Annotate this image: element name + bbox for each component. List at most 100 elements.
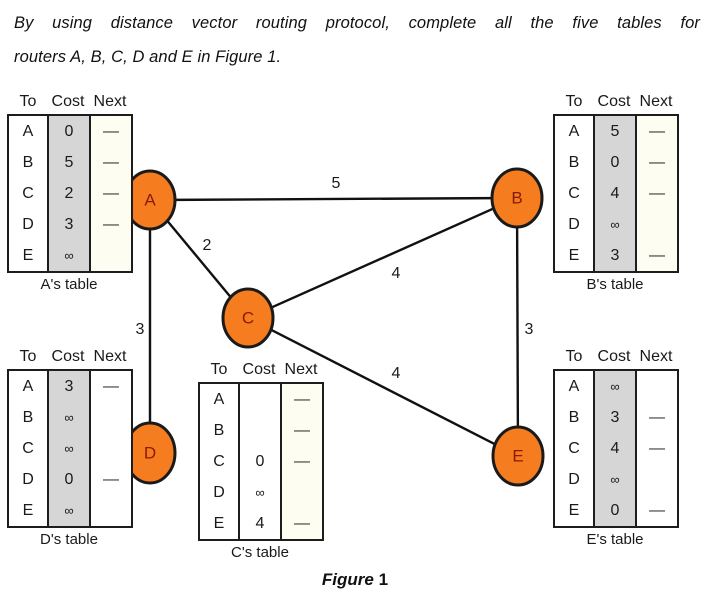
edge-b-e — [515, 226, 520, 428]
table-a-cell-to-b: B — [22, 154, 34, 171]
table-a-header-cost: Cost — [51, 93, 85, 110]
table-d-cell-next-d[interactable]: — — [103, 471, 119, 488]
router-node-c-label: C — [242, 308, 254, 327]
table-d-cell-cost-d[interactable]: 0 — [64, 471, 74, 488]
table-d-cell-cost-e[interactable]: ∞ — [64, 503, 74, 518]
table-e-cell-next-d[interactable] — [637, 464, 677, 495]
table-c-cell-cost-d[interactable]: ∞ — [255, 485, 265, 500]
table-d-caption: D's table — [40, 531, 98, 548]
router-node-a-label: A — [144, 190, 156, 209]
table-b-cell-next-b[interactable]: — — [649, 154, 665, 171]
table-d-cell-to-c: C — [22, 440, 34, 457]
table-c-cell-to-d: D — [213, 484, 225, 501]
table-b-column-cost: 5 0 4 ∞ 3 — [593, 116, 635, 271]
table-c-cell-cost-c[interactable]: 0 — [255, 453, 265, 470]
table-e-cell-to-d: D — [568, 471, 580, 488]
table-d-header-to: To — [19, 348, 37, 365]
table-e-cell-cost-b[interactable]: 3 — [610, 409, 620, 426]
router-node-b-label: B — [511, 188, 522, 207]
table-d-cell-next-b[interactable] — [91, 402, 131, 433]
table-b-cell-cost-c[interactable]: 4 — [610, 185, 620, 202]
figure-caption: Figure 1 — [0, 570, 710, 590]
table-e-cell-next-a[interactable] — [637, 371, 677, 402]
table-c-cell-next-d[interactable] — [282, 477, 322, 508]
table-d-cell-to-d: D — [22, 471, 34, 488]
table-d-cell-cost-b[interactable]: ∞ — [64, 410, 74, 425]
table-c-cell-cost-a[interactable] — [240, 384, 280, 415]
graph-edges — [148, 196, 520, 446]
table-c-cell-cost-b[interactable] — [240, 415, 280, 446]
table-b-cell-next-e[interactable]: — — [649, 247, 665, 264]
table-a-caption: A's table — [40, 276, 98, 293]
table-d-cell-to-e: E — [22, 502, 34, 519]
table-c-cell-to-c: C — [213, 453, 225, 470]
router-node-e[interactable]: E — [491, 425, 545, 487]
table-b-header-to: To — [565, 93, 583, 110]
table-b-cell-to-e: E — [568, 247, 580, 264]
table-c-cell-next-b[interactable]: — — [294, 422, 310, 439]
table-a-header-row: To Cost Next — [7, 93, 133, 111]
table-c-header-to: To — [210, 361, 228, 378]
table-a-cell-next-c[interactable]: — — [103, 185, 119, 202]
table-b-cell-to-b: B — [568, 154, 580, 171]
table-a-cell-next-b[interactable]: — — [103, 154, 119, 171]
table-b-cell-next-a[interactable]: — — [649, 123, 665, 140]
router-node-c[interactable]: C — [221, 287, 275, 349]
table-a-header-next: Next — [93, 93, 127, 110]
table-d-cell-next-a[interactable]: — — [103, 378, 119, 395]
table-b-cell-cost-e[interactable]: 3 — [610, 247, 620, 264]
table-a-cell-next-a[interactable]: — — [103, 123, 119, 140]
table-d-cell-cost-a[interactable]: 3 — [64, 378, 74, 395]
table-a-cell-cost-d[interactable]: 3 — [64, 216, 74, 233]
router-node-e-label: E — [512, 446, 523, 465]
router-node-d[interactable]: D — [123, 421, 177, 485]
table-a-cell-next-d[interactable]: — — [103, 216, 119, 233]
table-c-cell-next-a[interactable]: — — [294, 391, 310, 408]
table-a-cell-cost-b[interactable]: 5 — [64, 154, 74, 171]
table-a-cell-next-e[interactable] — [91, 240, 131, 271]
table-d-header-cost: Cost — [51, 348, 85, 365]
table-d-column-next: —— — [89, 371, 131, 526]
table-e-cell-next-e[interactable]: — — [649, 502, 665, 519]
table-c-cell-next-e[interactable]: — — [294, 515, 310, 532]
table-d-cell-next-e[interactable] — [91, 495, 131, 526]
table-e-cell-to-b: B — [568, 409, 580, 426]
router-node-b[interactable]: B — [490, 167, 544, 229]
table-b-cell-cost-b[interactable]: 0 — [610, 154, 620, 171]
table-c-cell-to-b: B — [213, 422, 225, 439]
table-a-cell-cost-e[interactable]: ∞ — [64, 248, 74, 263]
table-b-cell-next-c[interactable]: — — [649, 185, 665, 202]
table-d-cell-to-b: B — [22, 409, 34, 426]
table-a-header-to: To — [19, 93, 37, 110]
table-a-column-cost: 0 5 2 3 ∞ — [47, 116, 89, 271]
table-a-cell-cost-a[interactable]: 0 — [64, 123, 74, 140]
edge-cost-a-d: 3 — [136, 321, 145, 338]
table-e-cell-cost-e[interactable]: 0 — [610, 502, 620, 519]
table-a-cell-cost-c[interactable]: 2 — [64, 185, 74, 202]
router-node-a[interactable]: A — [123, 169, 177, 231]
edge-a-c — [166, 220, 232, 298]
table-e-cell-next-c[interactable]: — — [649, 440, 665, 457]
table-b-cell-cost-a[interactable]: 5 — [610, 123, 620, 140]
table-b-cell-to-d: D — [568, 216, 580, 233]
table-e-cell-cost-c[interactable]: 4 — [610, 440, 620, 457]
table-e-cell-cost-a[interactable]: ∞ — [610, 379, 620, 394]
table-e-cell-next-b[interactable]: — — [649, 409, 665, 426]
table-e-cell-cost-d[interactable]: ∞ — [610, 472, 620, 487]
table-b-cell-next-d[interactable] — [637, 209, 677, 240]
table-c-caption: C's table — [231, 544, 289, 561]
table-b-cell-cost-d[interactable]: ∞ — [610, 217, 620, 232]
table-c-cell-next-c[interactable]: — — [294, 453, 310, 470]
table-c-header-cost: Cost — [242, 361, 276, 378]
table-d-cell-cost-c[interactable]: ∞ — [64, 441, 74, 456]
table-c-cell-cost-e[interactable]: 4 — [255, 515, 265, 532]
table-d-cell-next-c[interactable] — [91, 433, 131, 464]
